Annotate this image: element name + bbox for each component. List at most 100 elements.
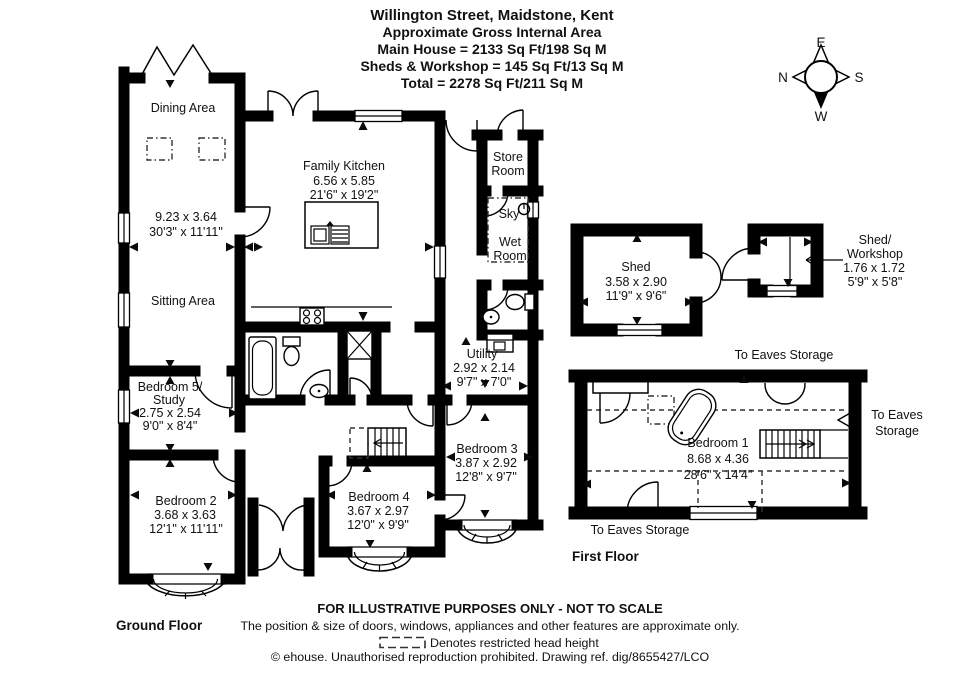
shed-workshop-label-2: Workshop [847, 247, 903, 261]
shed-workshop-label-1: Shed/ [859, 233, 892, 247]
door-arc [239, 206, 271, 238]
bedroom1-size-m: 8.68 x 4.36 [687, 452, 749, 466]
bifold-door-icon [139, 43, 215, 79]
door-arc [326, 460, 353, 487]
title-block: Willington Street, Maidstone, Kent Appro… [360, 7, 623, 91]
sky-label: Sky [499, 207, 521, 221]
washing-machine-icon [486, 333, 514, 353]
shed-size-m: 3.58 x 2.90 [605, 275, 667, 289]
door-arc [626, 481, 659, 514]
utility-size-m: 2.92 x 2.14 [453, 361, 515, 375]
window [766, 284, 798, 298]
bedroom3-size-ft: 12'8" x 9'7" [455, 470, 517, 484]
door-arc [194, 370, 233, 409]
kitchen-island-icon [304, 201, 379, 249]
bath-icon [248, 336, 277, 400]
entrance-door-arc [445, 119, 478, 152]
bathtub-icon [667, 388, 717, 446]
wc-toilet-icon [505, 293, 535, 311]
sky-light-icon [517, 202, 531, 216]
bedroom5-size-m: 2.75 x 2.54 [139, 406, 201, 420]
ground-floor-labels: Dining Area 9.23 x 3.64 30'3" x 11'11" S… [116, 101, 527, 633]
utility-label: Utility [467, 347, 498, 361]
title-sheds-area: Sheds & Workshop = 145 Sq Ft/13 Sq M [360, 58, 623, 74]
restricted-head-height-legend-icon [379, 636, 426, 649]
bedroom5-size-ft: 9'0" x 8'4" [143, 419, 198, 433]
bedroom1-size-ft: 28'6" x 14'4" [684, 468, 753, 482]
wet-room-label-2: Room [493, 249, 526, 263]
first-floor-plan: To Eaves Storage To Eaves Storage To Eav… [568, 348, 923, 564]
title-main-house-area: Main House = 2133 Sq Ft/198 Sq M [377, 41, 606, 57]
title-subtitle: Approximate Gross Internal Area [383, 24, 602, 40]
window [117, 389, 131, 424]
door-arc [349, 377, 373, 401]
wc-basin-icon [482, 309, 500, 325]
eaves-storage-bottom-label: To Eaves Storage [591, 523, 690, 537]
reception-size-m: 9.23 x 3.64 [155, 210, 217, 224]
shed-size-ft: 11'9" x 9'6" [606, 289, 667, 303]
eaves-double-door-arc [764, 382, 806, 405]
bedroom4-label: Bedroom 4 [348, 490, 409, 504]
bedroom1-label: Bedroom 1 [687, 436, 748, 450]
door-arc [212, 454, 241, 483]
bed3-bay-window [456, 524, 518, 544]
window [354, 109, 403, 123]
bedroom4-size-ft: 12'0" x 9'9" [347, 518, 409, 532]
shed-double-door-arc [695, 251, 722, 304]
bedroom3-label: Bedroom 3 [456, 442, 517, 456]
shed-workshop-plan: Shed/ Workshop 1.76 x 1.72 5'9" x 5'8" [721, 223, 905, 298]
first-floor-title: First Floor [572, 549, 639, 564]
ground-floor-fixtures [146, 137, 535, 459]
bedroom5-label-2: Study [153, 393, 186, 407]
kitchen-counter [251, 306, 392, 326]
bed2-bay-window [144, 578, 227, 599]
door-arc [599, 392, 631, 424]
eaves-door-wedge [836, 411, 853, 429]
door-arc [439, 494, 466, 521]
double-door-arc [267, 90, 319, 117]
footer-notes: FOR ILLUSTRATIVE PURPOSES ONLY - NOT TO … [240, 601, 739, 664]
reception-size-ft: 30'3" x 11'11" [149, 225, 223, 239]
shed-label: Shed [621, 260, 650, 274]
roof-light-icon [146, 137, 173, 161]
window [616, 323, 663, 337]
eaves-storage-right-label-1: To Eaves [871, 408, 922, 422]
compass-w-label: W [815, 109, 828, 124]
bedroom4-size-m: 3.67 x 2.97 [347, 504, 409, 518]
basin-icon [309, 383, 329, 399]
door-arc [485, 190, 509, 217]
footer-legend-text: Denotes restricted head height [430, 636, 599, 650]
shed-workshop-size-m: 1.76 x 1.72 [843, 261, 905, 275]
sitting-area-label: Sitting Area [151, 294, 215, 308]
skylight-window [526, 201, 540, 219]
restricted-head-height-zone [487, 197, 529, 263]
eaves-cupboard [592, 375, 649, 394]
kitchen-label: Family Kitchen [303, 159, 385, 173]
first-floor-stairs [759, 429, 848, 459]
page-title: Willington Street, Maidstone, Kent [370, 7, 613, 24]
ground-floor-doors [194, 90, 524, 571]
shed-plan: Shed 3.58 x 2.90 11'9" x 9'6" [570, 223, 722, 337]
wet-room-label-1: Wet [499, 235, 522, 249]
ground-floor-walls [118, 43, 544, 585]
compass-n-label: N [778, 70, 788, 85]
store-room-label-2: Room [491, 164, 524, 178]
bedroom3-size-m: 3.87 x 2.92 [455, 456, 517, 470]
footer-approximate-note: The position & size of doors, windows, a… [240, 619, 739, 633]
porch-front-double-doors [257, 547, 305, 571]
door-arc [496, 109, 524, 136]
door-arc [721, 247, 755, 281]
bed4-bay-window [346, 551, 413, 572]
bedroom2-size-m: 3.68 x 3.63 [154, 508, 216, 522]
footer-copyright: © ehouse. Unauthorised reproduction proh… [271, 650, 710, 664]
door-arc [446, 399, 473, 426]
kitchen-size-ft: 21'6" x 19'2" [310, 188, 379, 202]
ground-floor-windows [117, 109, 540, 585]
eaves-storage-right-label-2: Storage [875, 424, 919, 438]
compass-e-label: E [816, 35, 825, 50]
window [117, 212, 131, 244]
eaves-storage-top-label: To Eaves Storage [735, 348, 834, 362]
kitchen-size-m: 6.56 x 5.85 [313, 174, 375, 188]
